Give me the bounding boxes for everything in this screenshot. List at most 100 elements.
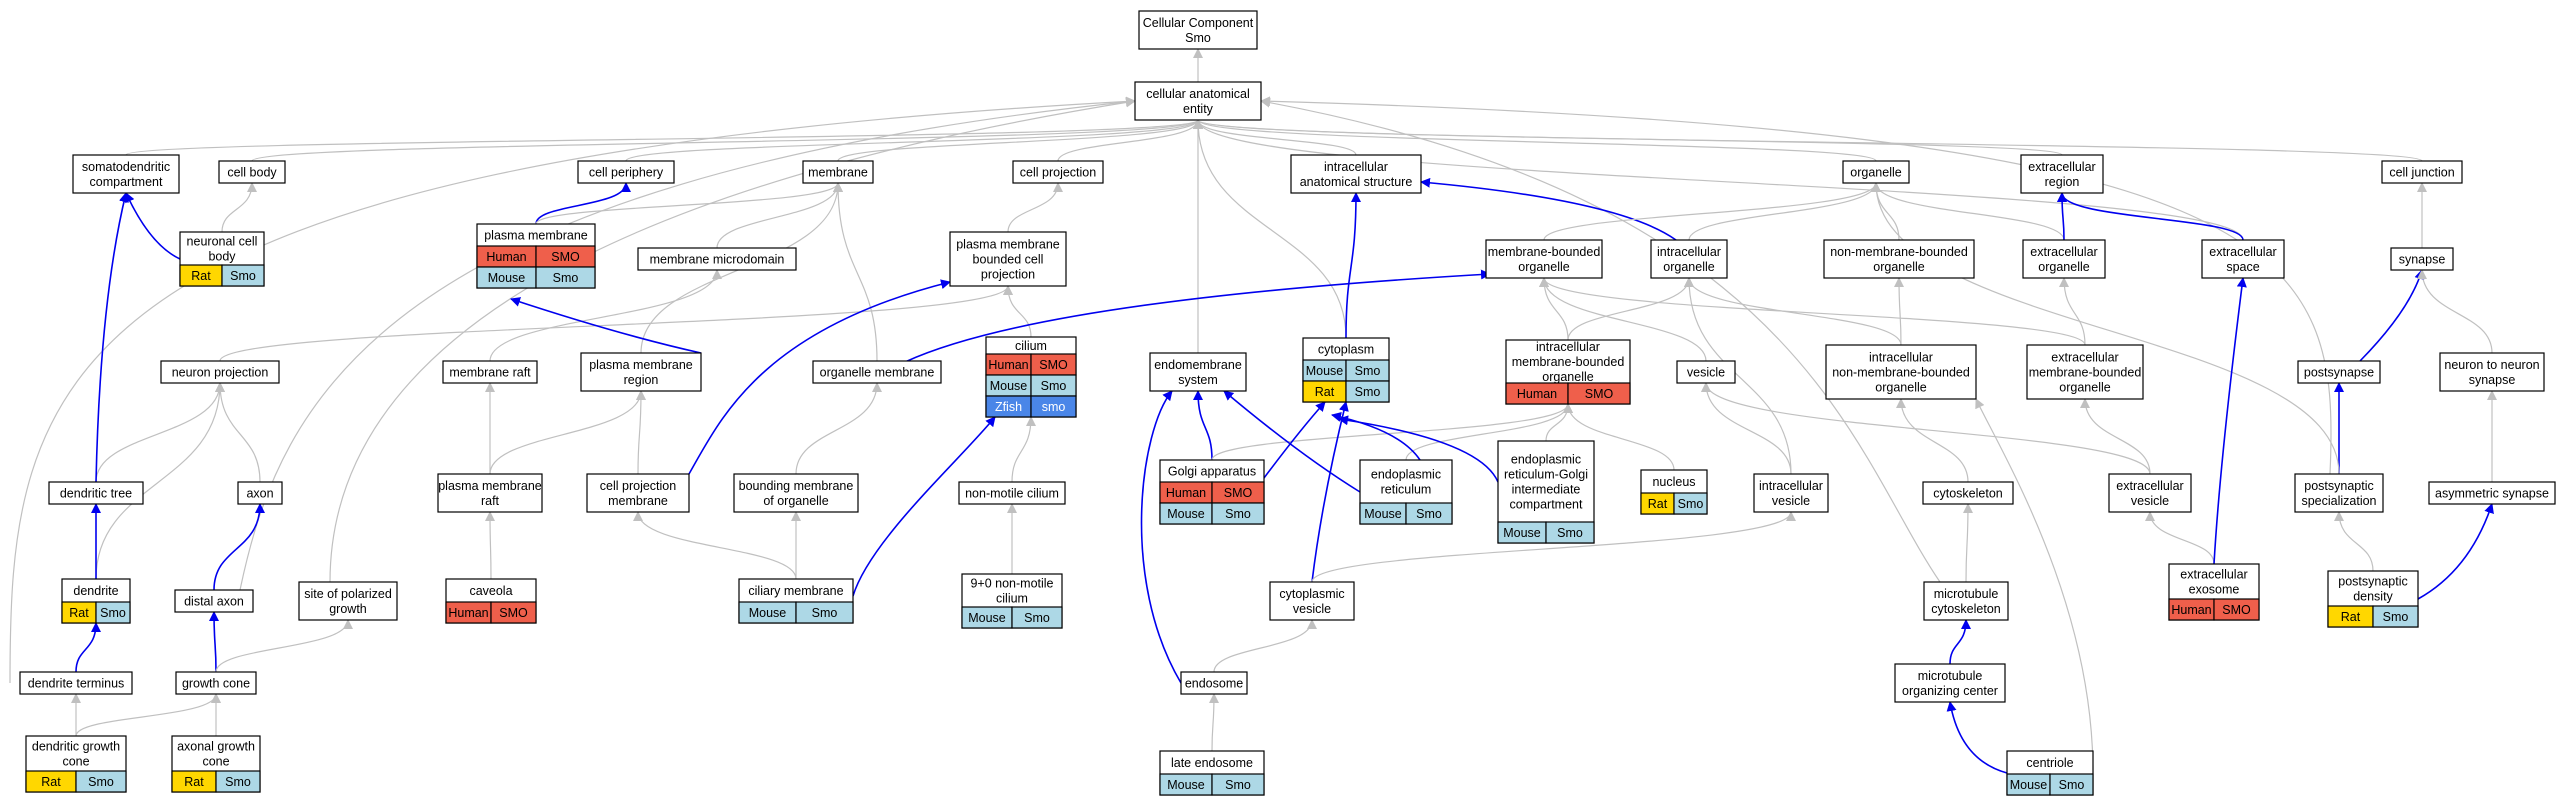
node-periph[interactable]: cell periphery [577,160,675,184]
species-chip [1211,773,1265,796]
species-chip-label: Smo [230,269,256,283]
node-nmc[interactable]: non-motile cilium [958,481,1066,505]
edge-exos-to-extspace [2213,277,2247,565]
node-label-line: extracellular [2028,160,2095,174]
node-junction[interactable]: cell junction [2381,160,2463,184]
node-asyn[interactable]: asymmetric synapse [2428,481,2556,505]
edge-pss-to-organelle [1871,182,2340,475]
species-chip-label: Rat [41,775,61,789]
node-orgmem[interactable]: organelle membrane [812,360,942,384]
node-gcone[interactable]: growth cone [175,671,257,695]
species-chip-label: Smo [100,606,126,620]
edge-cpm-to-pmreg [635,390,646,475]
node-vesicle[interactable]: vesicle [1676,360,1736,384]
species-chip [1545,521,1595,544]
node-ergic[interactable]: endoplasmicreticulum-Golgiintermediateco… [1497,440,1595,544]
node-axon[interactable]: axon [237,481,283,505]
species-chip-label: Rat [1648,497,1668,511]
node-cellproj[interactable]: cell projection [1012,160,1104,184]
node-neuproj[interactable]: neuron projection [160,360,280,384]
node-label-line: membrane-bounded [2029,366,2142,380]
edge-gcone-to-spg [215,619,353,673]
edge-n2n-to-synapse [2417,269,2493,354]
species-chip [2213,598,2260,621]
node-box [174,589,254,613]
node-distax[interactable]: distal axon [174,589,254,613]
node-label-line: cytoplasm [1318,343,1374,357]
node-mmd[interactable]: membrane microdomain [637,247,797,271]
node-cellbody[interactable]: cell body [218,160,286,184]
edge-junction-to-cae [1193,119,2423,162]
node-postsyn[interactable]: postsynapse [2297,360,2381,384]
node-dtree[interactable]: dendritic tree [48,481,144,505]
node-label-line: vesicle [1293,602,1331,616]
node-label-line: reticulum-Golgi [1504,468,1588,482]
edge-mbo-to-organelle [1543,182,1881,241]
node-label-line: compartment [90,175,163,189]
node-cytosk[interactable]: cytoskeleton [1922,481,2014,505]
node-imbo[interactable]: intracellularmembrane-boundedorganelleHu… [1505,339,1631,405]
node-inmbo[interactable]: intracellularnon-membrane-boundedorganel… [1825,344,1977,400]
edge-cytoplasm-to-intracell [1345,192,1361,339]
edge-intracell-to-cae [1193,119,1357,156]
node-dterm[interactable]: dendrite terminus [19,671,133,695]
node-synapse[interactable]: synapse [2390,247,2454,271]
node-box [160,360,280,384]
node-label-line: postsynapse [2304,366,2374,380]
species-chip-label: Human [2171,603,2211,617]
node-box [1138,10,1258,50]
node-label-line: anatomical structure [1300,175,1413,189]
node-label-line: vesicle [1687,366,1725,380]
node-mraft[interactable]: membrane raft [442,360,538,384]
edge-bmo-to-orgmem [795,382,882,475]
node-membrane[interactable]: membrane [802,160,874,184]
node-organelle[interactable]: organelle [1842,160,1910,184]
node-endosome[interactable]: endosome [1180,671,1248,695]
node-box [2297,360,2381,384]
species-chip-label: Smo [553,271,579,285]
edge-orgmem-to-membrane [833,182,878,362]
